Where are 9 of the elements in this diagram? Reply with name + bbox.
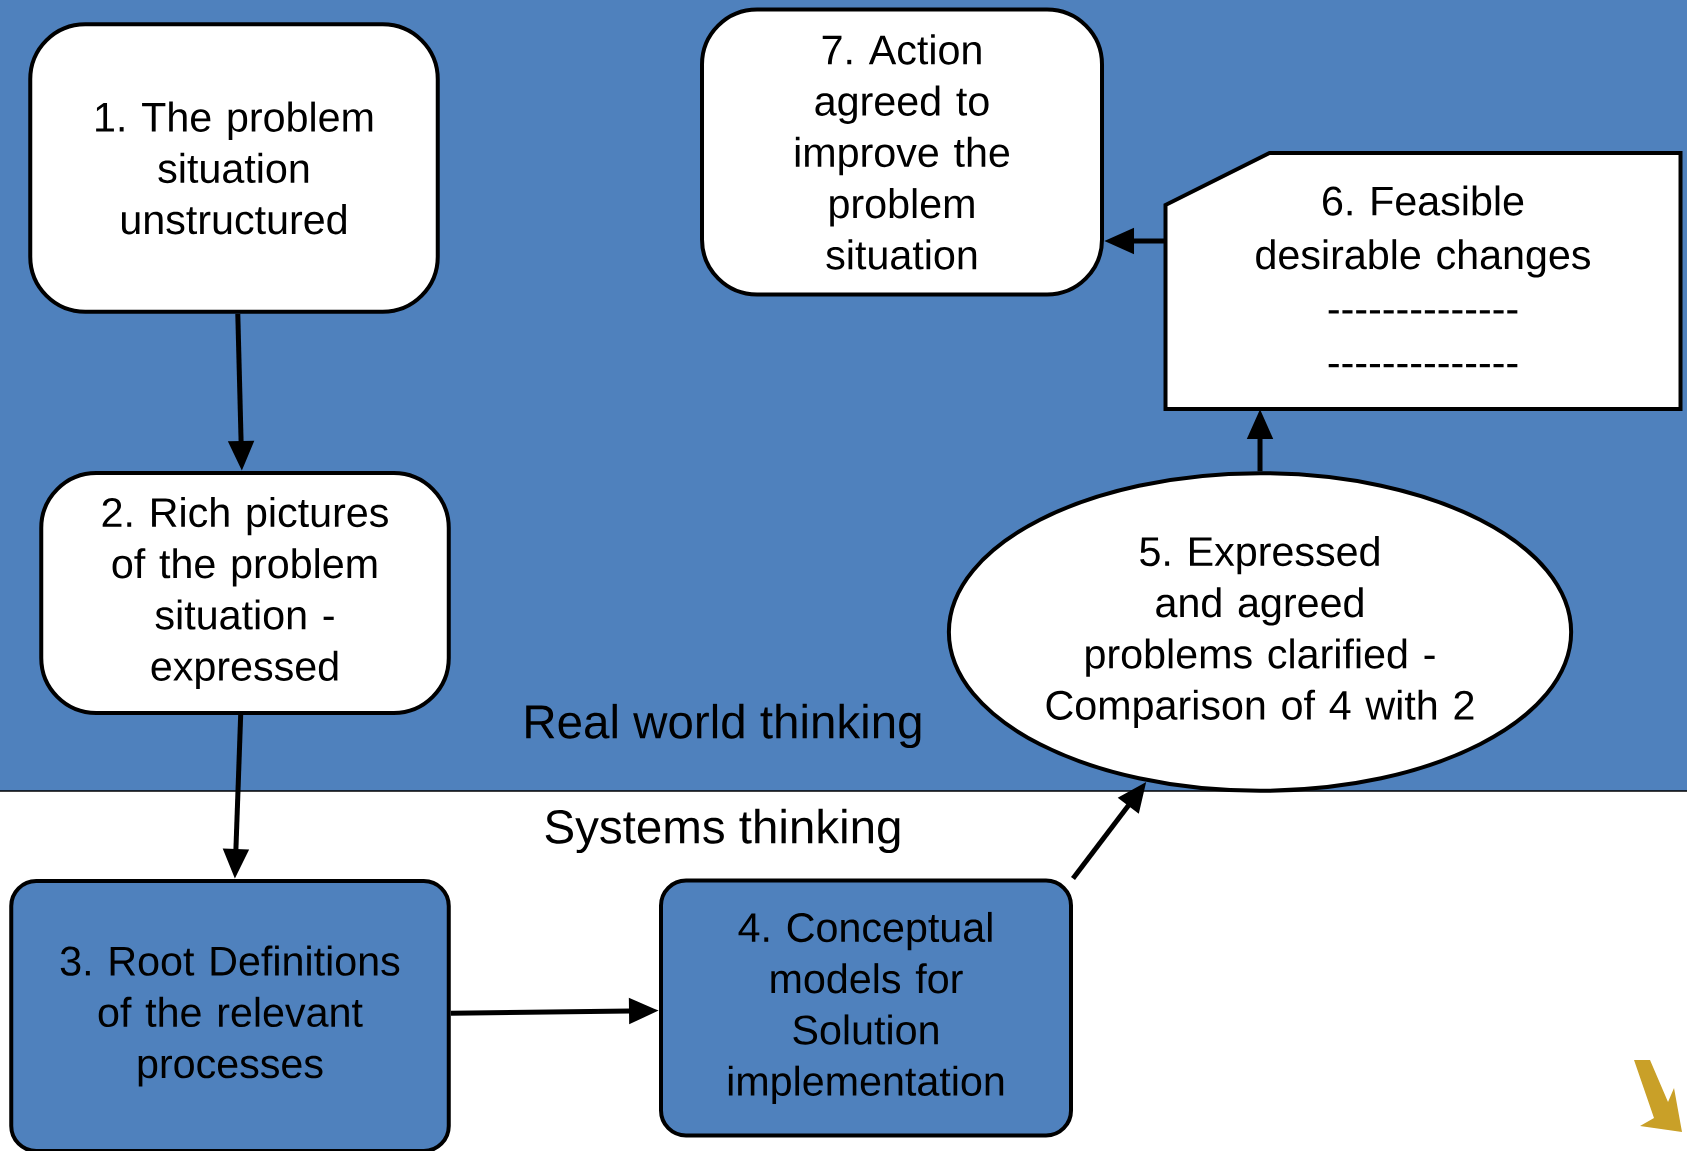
rounded-box: 7. Action agreed to improve the problem situation: [700, 7, 1104, 297]
process-box: 4. Conceptual models for Solution implementation: [659, 878, 1073, 1138]
rounded-box: 2. Rich pictures of the problem situation - expressed: [39, 471, 451, 715]
process-box: 3. Root Definitions of the relevant processes: [9, 879, 451, 1151]
region-label: Systems thinking: [545, 808, 900, 854]
note-box: 6. Feasible desirable changes -------------- --------------: [1163, 151, 1683, 411]
region-label: Real world thinking: [526, 703, 921, 749]
rounded-box: 1. The problem situation unstructured: [28, 22, 440, 314]
ellipse-node: 5. Expressed and agreed problems clarified - Comparison of 4 with 2: [946, 471, 1574, 793]
